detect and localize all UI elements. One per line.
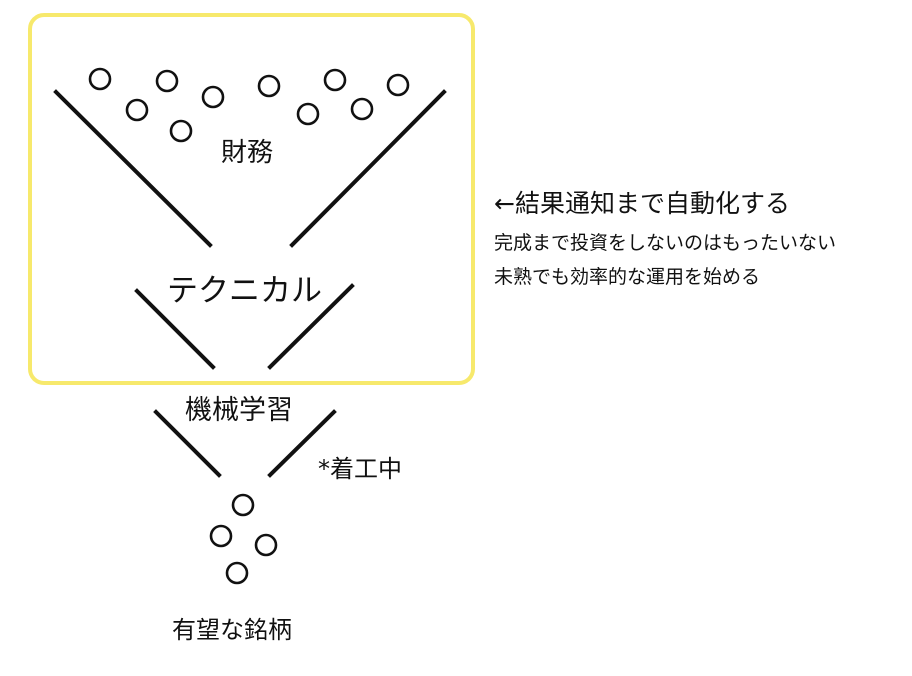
stock-circle: [225, 561, 249, 585]
stage-label-output: 有望な銘柄: [172, 616, 292, 644]
funnel-financial-right-line: [289, 89, 447, 248]
input-stock-circles: [88, 67, 410, 143]
note-headline: ←結果通知まで自動化する: [494, 189, 790, 218]
stock-circle: [386, 73, 410, 97]
stock-circle: [254, 533, 278, 557]
stock-circle: [201, 85, 225, 109]
funnel-financial-left-line: [53, 89, 213, 248]
funnel-ml-left-line: [153, 409, 222, 478]
stock-circle: [88, 67, 112, 91]
stock-circle: [257, 74, 281, 98]
note-line-1: 完成まで投資をしないのはもったいない: [494, 232, 837, 254]
stock-circle: [209, 524, 233, 548]
stock-circle: [125, 98, 149, 122]
stock-circle: [296, 102, 320, 126]
stock-circle: [323, 68, 347, 92]
note-line-2: 未熟でも効率的な運用を始める: [494, 266, 761, 288]
stock-circle: [169, 119, 193, 143]
funnel-ml-right-line: [267, 409, 337, 478]
status-in-progress: *着工中: [318, 455, 402, 483]
funnel-technical-right-line: [267, 283, 355, 370]
stock-circle: [231, 493, 255, 517]
automation-highlight-box: [28, 13, 475, 385]
output-stock-circles: [209, 493, 278, 585]
funnel-technical-left-line: [134, 288, 216, 370]
stage-label-financial: 財務: [221, 138, 274, 168]
stock-circle: [350, 97, 374, 121]
stage-label-machine-learning: 機械学習: [185, 395, 293, 426]
stock-circle: [155, 69, 179, 93]
stage-label-technical: テクニカル: [167, 273, 322, 309]
